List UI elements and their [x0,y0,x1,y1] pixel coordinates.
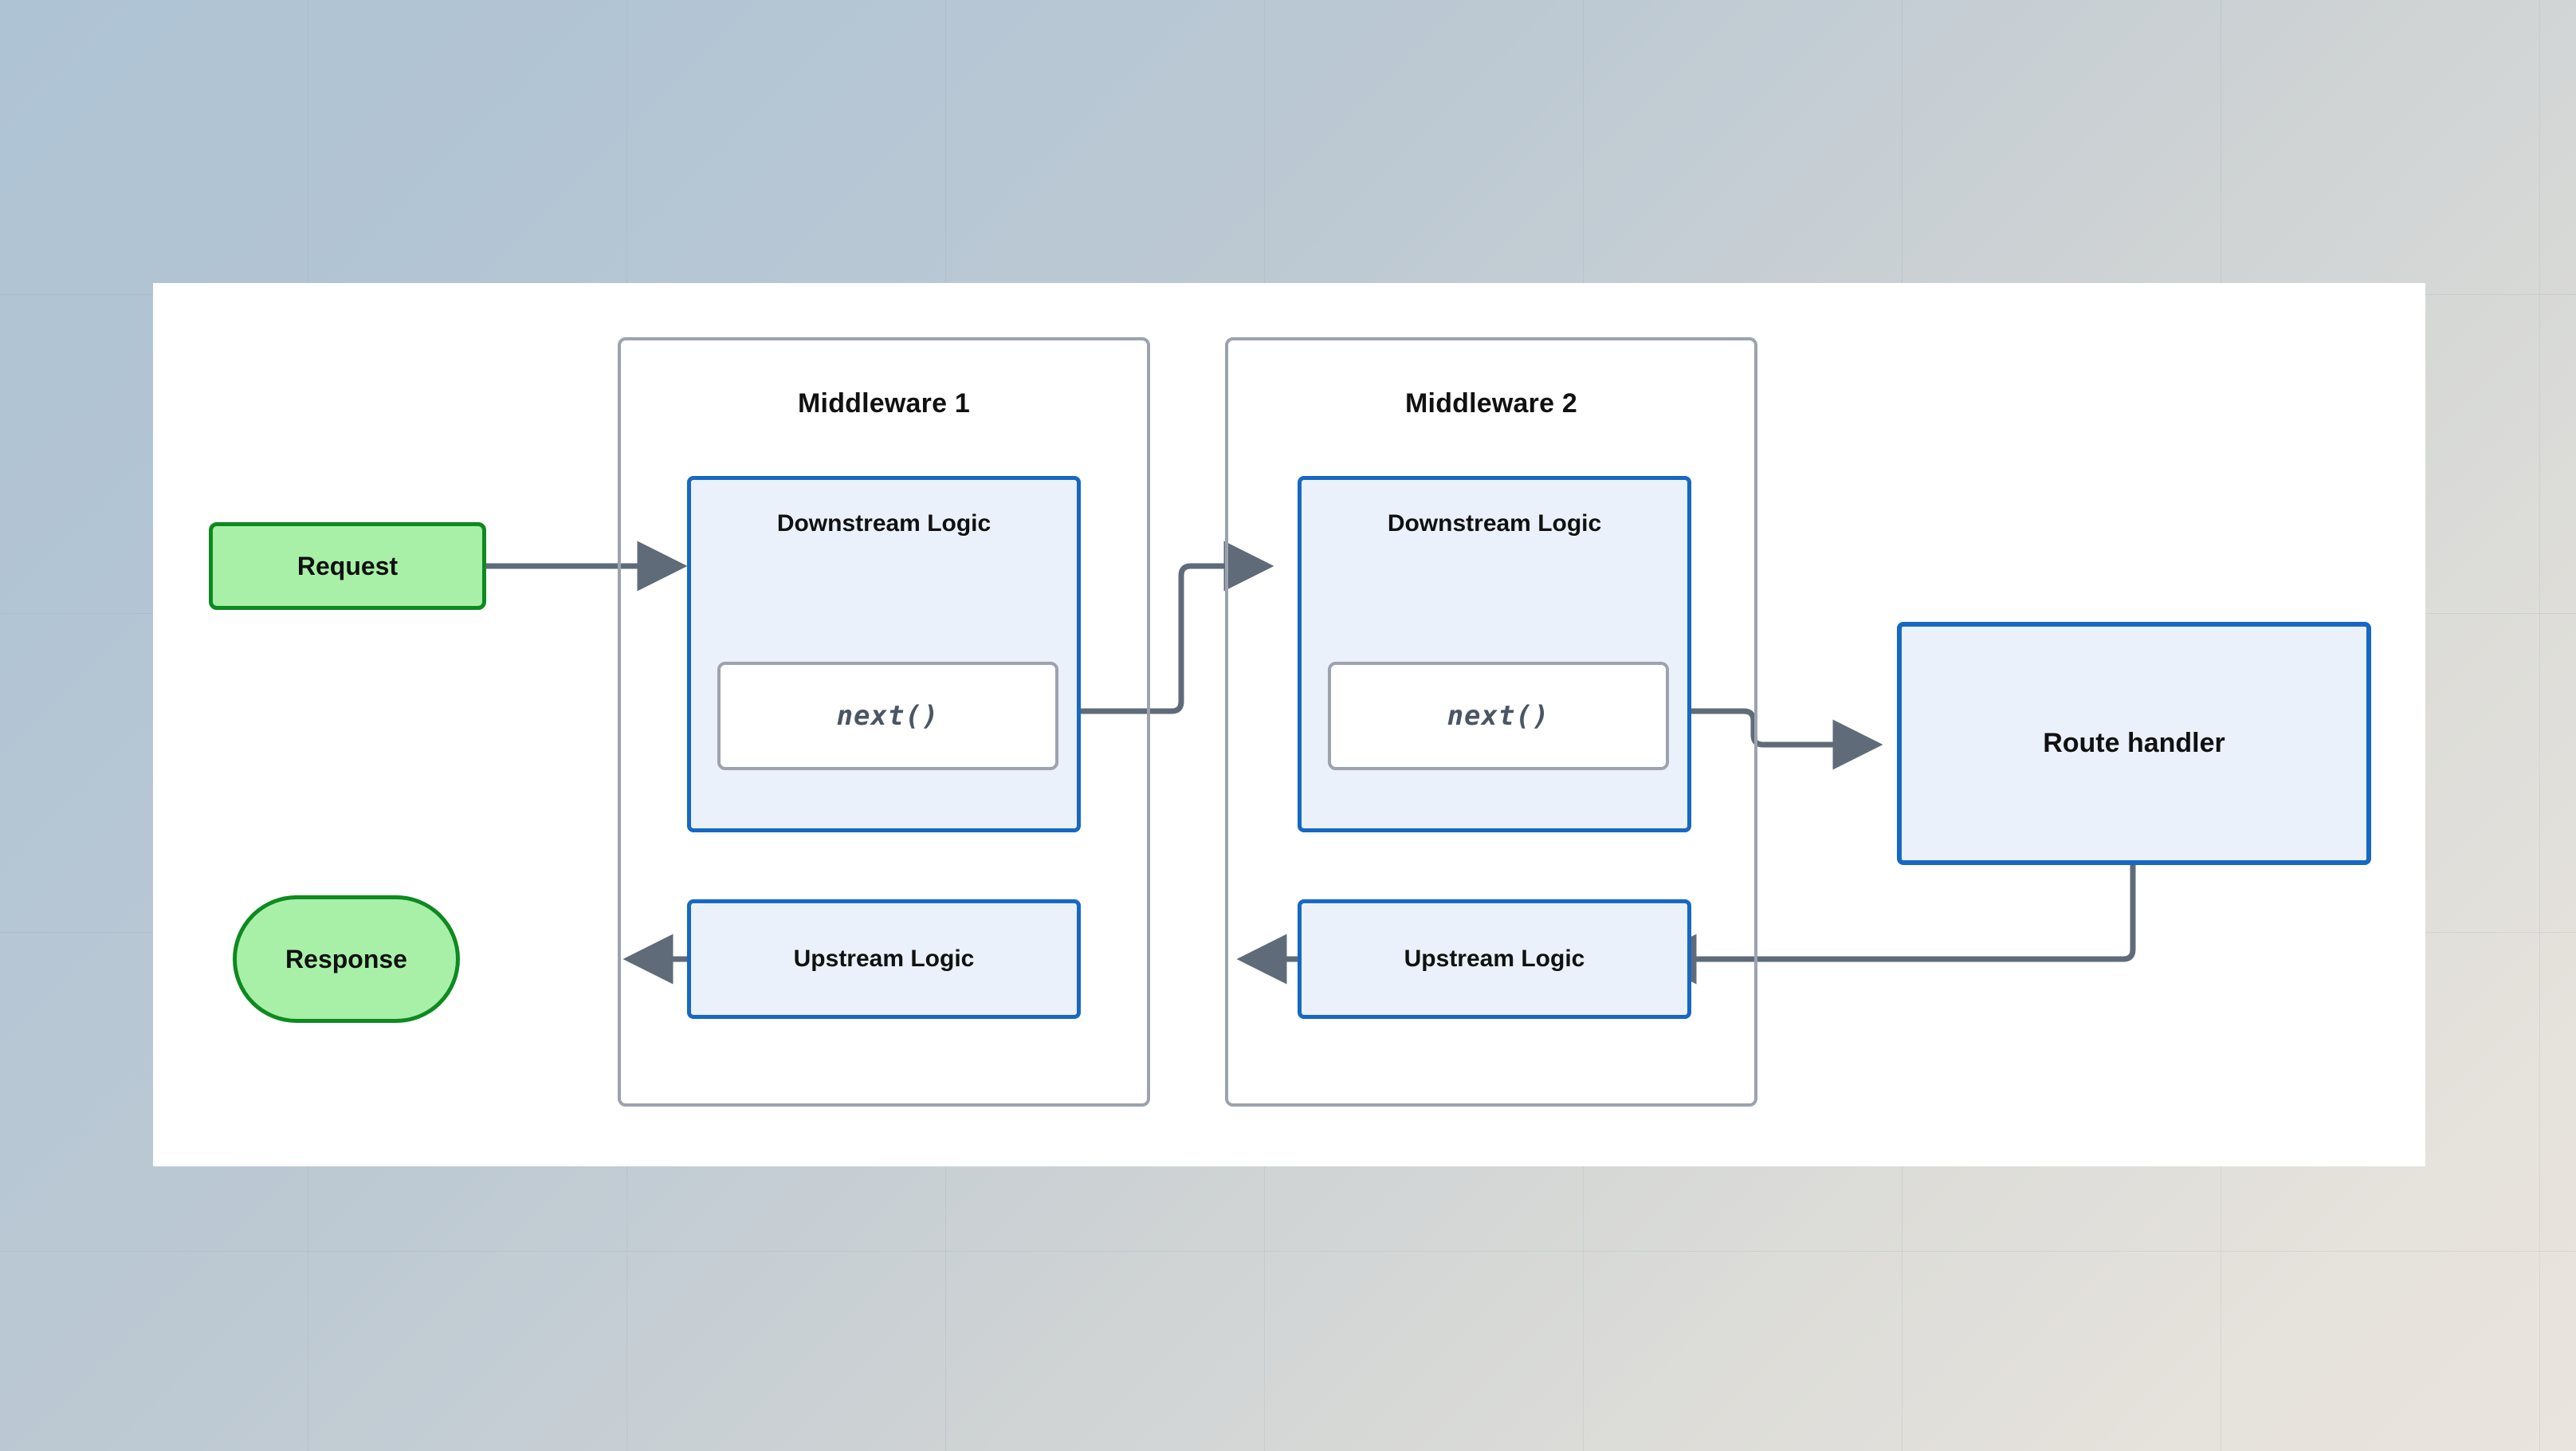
node-response[interactable]: Response [233,895,460,1023]
node-upstream-logic-2-label: Upstream Logic [1404,946,1585,972]
group-middleware-2[interactable]: Middleware 2 [1225,337,1757,1107]
node-route-handler-label: Route handler [2043,728,2225,758]
node-request-label: Request [296,551,399,580]
diagram-canvas: Middleware 1 Downstream Logic next() Ups… [153,283,2425,1166]
node-response-label: Response [285,944,407,973]
node-upstream-logic-1-label: Upstream Logic [793,946,975,972]
edge-routehandler-to-upstream2 [1646,865,2136,985]
node-downstream-logic-2-label: Downstream Logic [1387,510,1602,537]
node-upstream-logic-2[interactable]: Upstream Logic [1298,899,1691,1019]
node-upstream-logic-1[interactable]: Upstream Logic [687,899,1081,1019]
node-downstream-logic-1-label: Downstream Logic [776,510,992,537]
edge-next2-to-routehandler [1667,708,1883,770]
edge-next1-to-downstream2 [1059,541,1274,714]
group-middleware-1[interactable]: Middleware 1 [618,337,1150,1107]
node-next-call-2[interactable]: next() [1328,662,1669,770]
node-route-handler[interactable]: Route handler [1897,622,2371,865]
group-middleware-1-title: Middleware 1 [798,388,970,419]
group-middleware-2-title: Middleware 2 [1405,388,1577,419]
node-next-call-1[interactable]: next() [717,662,1058,770]
node-downstream-logic-1[interactable]: Downstream Logic next() [687,476,1081,832]
node-request[interactable]: Request [209,522,486,610]
node-downstream-logic-2[interactable]: Downstream Logic next() [1298,476,1691,832]
